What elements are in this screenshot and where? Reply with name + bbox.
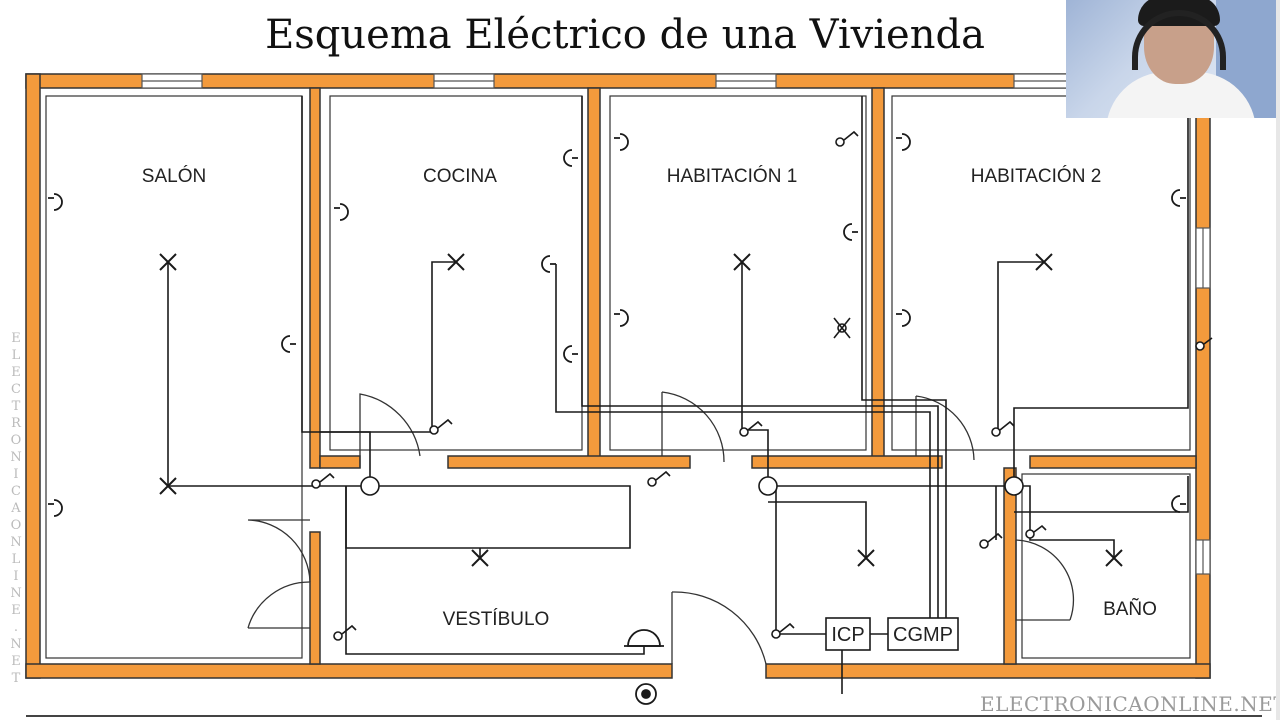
watermark-letter: N (10, 637, 22, 652)
light-points (159, 253, 1123, 567)
right-edge-strip (1276, 0, 1280, 720)
watermark-letter: E (11, 603, 21, 618)
headset-icon (1132, 10, 1226, 70)
watermark-letter: I (13, 569, 19, 584)
room-label-cocina: COCINA (423, 166, 497, 187)
panel-cgmp: CGMP (887, 617, 959, 651)
webcam-overlay (1066, 0, 1276, 118)
bell-push-icon (635, 683, 657, 705)
watermark-letter: L (11, 348, 21, 363)
watermark-letter: O (10, 518, 22, 533)
panel-icp: ICP (825, 617, 871, 651)
doorbell-icon (624, 629, 664, 647)
watermark-letter: N (10, 586, 22, 601)
doors (247, 391, 1075, 665)
watermark-letter: L (11, 552, 21, 567)
watermark-letter: . (13, 620, 19, 635)
watermark-letter: C (11, 382, 21, 397)
room-label-vestibulo: VESTÍBULO (443, 609, 550, 630)
watermark-letter: E (11, 365, 21, 380)
watermark-letter: T (11, 399, 21, 414)
watermark-letter: C (11, 484, 21, 499)
watermark-letter: T (11, 671, 21, 686)
switches (311, 130, 1213, 641)
watermark-letter: N (10, 535, 22, 550)
watermark-letter: E (11, 654, 21, 669)
room-label-bano: BAÑO (1103, 598, 1157, 620)
footer-watermark: ELECTRONICAONLINE.NET (980, 692, 1280, 716)
icp-label: ICP (831, 624, 864, 646)
room-fills (45, 95, 1191, 659)
room-label-habitacion-1: HABITACIÓN 1 (667, 165, 798, 187)
cgmp-label: CGMP (893, 624, 953, 646)
watermark-letter: I (13, 467, 19, 482)
junction-boxes (360, 476, 1024, 496)
room-label-habitacion-2: HABITACIÓN 2 (971, 165, 1102, 187)
windows (141, 73, 1211, 575)
watermark-letter: E (11, 331, 21, 346)
outlets (48, 133, 1186, 517)
watermark-letter: R (11, 416, 21, 431)
watermark-letter: O (10, 433, 22, 448)
watermark-letter: N (10, 450, 22, 465)
watermark-letter: A (11, 501, 21, 516)
room-label-salon: SALÓN (142, 165, 206, 187)
diagram-title: Esquema Eléctrico de una Vivienda (265, 12, 985, 58)
